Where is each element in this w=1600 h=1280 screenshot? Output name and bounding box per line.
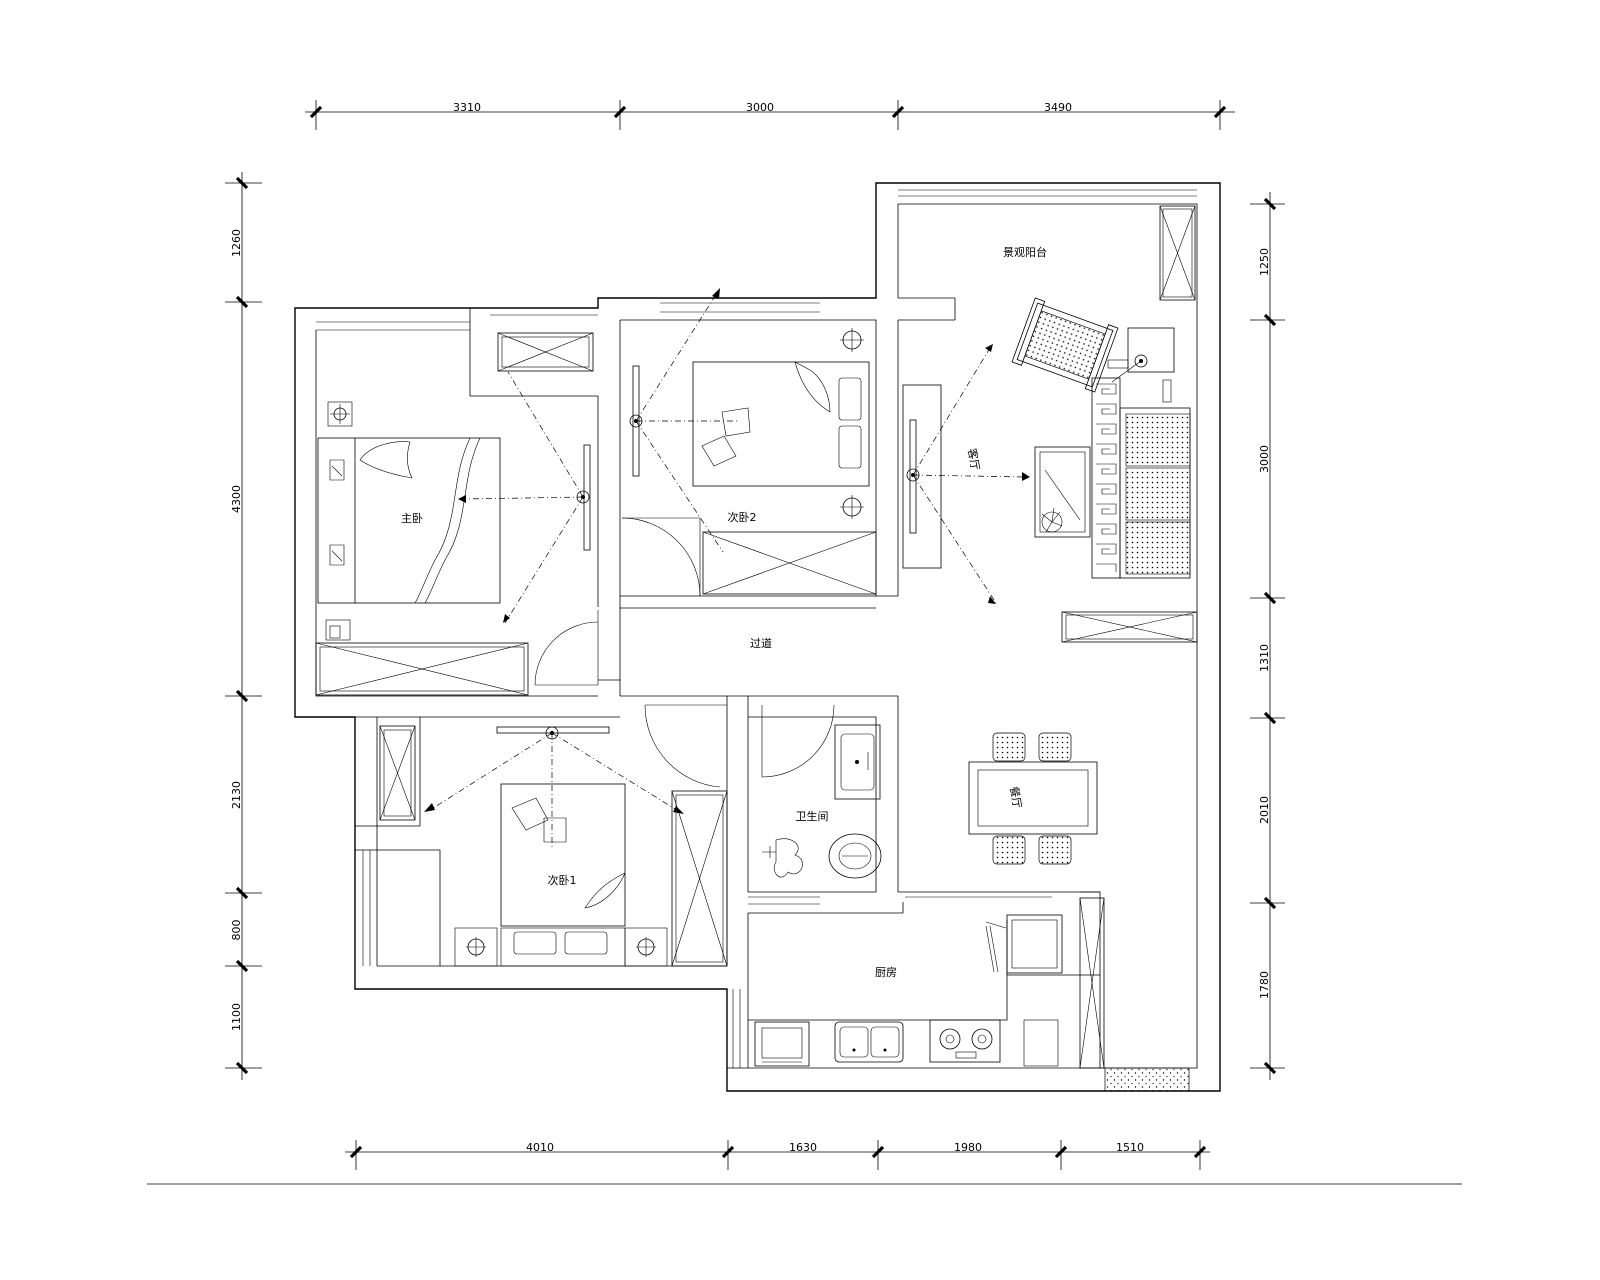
shower-icon <box>762 838 803 878</box>
door-swing-icon <box>621 517 701 597</box>
dim-left-5: 1100 <box>230 1003 243 1031</box>
bathroom: 卫生间 <box>761 704 882 879</box>
refrigerator-icon <box>985 914 1063 974</box>
dining-room: 餐厅 <box>968 732 1098 865</box>
door-swing-icon <box>644 704 727 788</box>
door-swing-icon <box>761 704 835 778</box>
room-label-living: 客厅 <box>965 447 983 471</box>
dim-bottom-2: 1630 <box>789 1141 817 1154</box>
sofa-icon <box>1119 407 1191 579</box>
armchair-icon <box>1011 297 1119 393</box>
pillow-icon <box>500 927 626 967</box>
oven-icon <box>754 1021 810 1067</box>
wardrobe-icon <box>671 790 728 967</box>
lamp-icon <box>454 927 498 967</box>
bed-icon <box>692 361 870 487</box>
rug-border <box>1107 359 1172 403</box>
dimension-right: 1250 3000 1310 2010 1780 <box>1250 192 1285 1080</box>
dim-left-1: 1260 <box>230 229 243 257</box>
dim-left-3: 2130 <box>230 781 243 809</box>
master-bedroom: 主卧 <box>315 332 599 696</box>
pillow-icon <box>701 407 751 467</box>
room-label-balcony: 景观阳台 <box>1003 245 1047 259</box>
lamp-icon <box>624 927 668 967</box>
lamp-icon <box>840 328 864 352</box>
sink-icon <box>834 1021 904 1063</box>
kitchen: 厨房 <box>748 897 1105 1069</box>
counter-box <box>1023 1019 1059 1067</box>
dining-chair-icon <box>992 732 1072 865</box>
lamp-icon <box>327 401 353 427</box>
lamp-icon <box>840 495 864 519</box>
dining-table <box>968 761 1098 835</box>
coffee-table-icon <box>1034 446 1091 538</box>
dim-top-2: 3000 <box>746 101 774 114</box>
wardrobe-icon <box>379 725 416 821</box>
room-label-corridor: 过道 <box>750 636 772 650</box>
dim-right-4: 2010 <box>1258 796 1271 824</box>
sink-icon <box>834 724 881 800</box>
dim-bottom-3: 1980 <box>954 1141 982 1154</box>
wardrobe-icon <box>497 332 594 372</box>
rug-icon <box>1091 377 1121 579</box>
room-label-bedroom1: 次卧1 <box>548 873 577 887</box>
dim-left-2: 4300 <box>230 485 243 513</box>
room-label-dining: 餐厅 <box>1007 785 1025 809</box>
wardrobe-icon <box>1159 205 1196 301</box>
toilet-icon <box>828 833 882 879</box>
second-bedroom-2: 次卧2 <box>621 288 877 597</box>
dim-left-4: 800 <box>230 920 243 941</box>
bed-icon <box>500 783 626 927</box>
living-room: 客厅 <box>902 344 1198 643</box>
bed-icon <box>317 437 501 604</box>
dim-right-5: 1780 <box>1258 971 1271 999</box>
dim-bottom-1: 4010 <box>526 1141 554 1154</box>
wardrobe-icon <box>1079 897 1105 1069</box>
balcony: 景观阳台 <box>1003 205 1196 403</box>
dimension-top: 3310 3000 3490 <box>305 100 1235 130</box>
room-label-master: 主卧 <box>401 512 423 525</box>
stove-icon <box>929 1019 1001 1063</box>
dim-top-3: 3490 <box>1044 101 1072 114</box>
plant-icon <box>1041 507 1063 533</box>
tv-cabinet-icon <box>902 384 942 569</box>
room-label-bathroom: 卫生间 <box>796 809 829 823</box>
room-label-kitchen: 厨房 <box>875 966 897 979</box>
lamp-icon <box>1111 327 1175 383</box>
dim-right-3: 1310 <box>1258 644 1271 672</box>
wardrobe-icon <box>315 642 529 696</box>
dim-right-1: 1250 <box>1258 248 1271 276</box>
dimension-left: 1260 4300 2130 800 1100 <box>225 172 262 1080</box>
stool-icon <box>325 619 351 641</box>
wardrobe-icon <box>1061 611 1198 643</box>
dim-top-1: 3310 <box>453 101 481 114</box>
dim-bottom-4: 1510 <box>1116 1141 1144 1154</box>
pillow-icon <box>511 797 567 843</box>
dimension-bottom: 4010 1630 1980 1510 <box>345 1140 1210 1170</box>
wardrobe-icon <box>702 531 877 595</box>
room-label-bedroom2: 次卧2 <box>728 510 757 524</box>
door-swing-icon <box>534 610 599 686</box>
second-bedroom-1: 次卧1 <box>379 704 728 967</box>
floor-patch <box>1104 1067 1190 1092</box>
dim-right-2: 3000 <box>1258 445 1271 473</box>
